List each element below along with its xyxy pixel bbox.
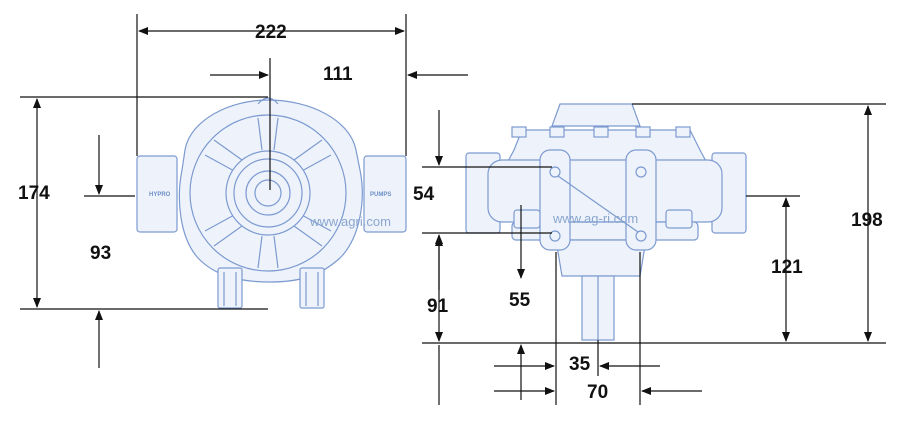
brand-label-left: HYPRO — [149, 192, 171, 198]
watermark-front: www.agri.com — [309, 214, 391, 229]
dim-label-70: 70 — [587, 382, 608, 403]
dim-label-174: 174 — [18, 183, 50, 204]
dimension-93: 93 — [84, 135, 135, 368]
dim-label-121: 121 — [771, 257, 803, 278]
dim-label-35: 35 — [569, 354, 591, 375]
dim-label-55: 55 — [509, 290, 531, 311]
dim-label-198: 198 — [851, 210, 883, 231]
dimension-174: 174 — [18, 96, 268, 310]
front-view-pump: HYPRO PUMPS www.agri.com — [136, 97, 407, 309]
dimension-91: 91 — [422, 236, 802, 405]
dimension-121: 121 — [746, 195, 803, 342]
dimension-198: 198 — [632, 103, 886, 344]
dimension-70: 70 — [494, 252, 702, 405]
brand-label-right: PUMPS — [370, 192, 391, 198]
dimension-222: 222 — [136, 14, 407, 156]
side-view-pump: www.ag-ri.com — [465, 103, 747, 341]
dimension-55: 55 — [509, 205, 531, 400]
dim-label-222: 222 — [255, 22, 287, 43]
dimension-35: 35 — [494, 252, 660, 405]
dim-label-54: 54 — [413, 184, 435, 205]
dimension-111: 111 — [210, 58, 468, 190]
dim-label-93: 93 — [90, 243, 111, 264]
watermark-side: www.ag-ri.com — [552, 211, 638, 226]
dim-label-111: 111 — [323, 64, 353, 85]
dim-label-91: 91 — [427, 296, 449, 317]
